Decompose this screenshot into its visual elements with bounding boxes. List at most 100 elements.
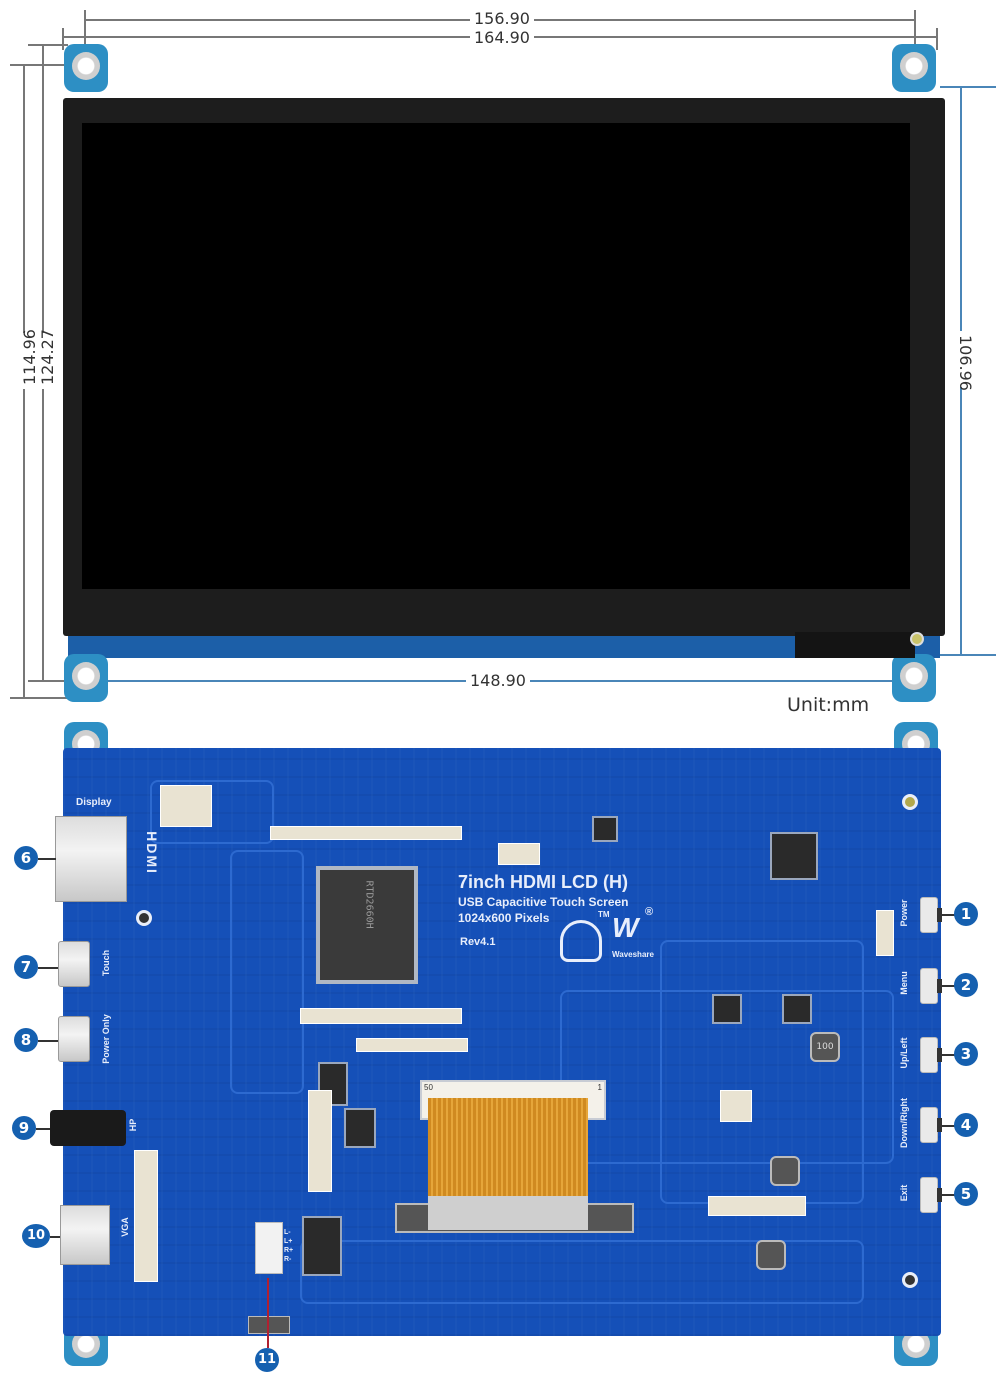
callout-11: 11 [255, 1348, 279, 1372]
dim-bottom: 148.90 [466, 672, 530, 690]
smd-array [720, 1090, 752, 1122]
callout-2: 2 [954, 973, 978, 997]
pcb-trace [150, 780, 274, 844]
speaker-pin-r-minus: R- [284, 1256, 292, 1263]
callout-1: 1 [954, 902, 978, 926]
smd-array [876, 910, 894, 956]
label-power-only: Power Only [101, 1014, 111, 1064]
callout-leader [941, 985, 955, 987]
label-down-right: Down/Right [899, 1098, 909, 1148]
smd-array [300, 1008, 462, 1024]
board-title: 7inch HDMI LCD (H) [458, 872, 628, 892]
via-marker [902, 1272, 918, 1288]
callout-leader [38, 967, 58, 969]
board-revision: Rev4.1 [460, 936, 496, 948]
lcd-screen [82, 123, 910, 589]
label-exit: Exit [899, 1184, 909, 1202]
callout-leader [941, 1194, 955, 1196]
label-up-left: Up/Left [899, 1037, 909, 1069]
label-hp: HP [128, 1118, 138, 1132]
trademark: TM [598, 910, 610, 919]
lcd-flex-cable [795, 632, 915, 658]
mount-hole-top-left [64, 44, 108, 92]
callout-leader [941, 914, 955, 916]
smd-array [160, 785, 212, 827]
label-display: Display [76, 797, 112, 808]
audio-jack [50, 1110, 126, 1146]
smd-array [708, 1196, 806, 1216]
ffc-pin-50: 50 [424, 1083, 433, 1092]
callout-3: 3 [954, 1042, 978, 1066]
button-up-left[interactable] [920, 1037, 942, 1073]
callout-leader [38, 858, 56, 860]
inductor: 100 [810, 1032, 840, 1062]
dim-left-inner: 114.96 [20, 329, 39, 389]
gear-logo-icon [560, 920, 602, 962]
smd-array [356, 1038, 468, 1052]
label-menu: Menu [899, 971, 909, 995]
mount-hole-bottom-left [64, 654, 108, 702]
hdmi-connector [55, 816, 127, 902]
speaker-pin-l-plus: L+ [284, 1238, 293, 1245]
ic-chip [712, 994, 742, 1024]
button-exit[interactable] [920, 1177, 942, 1213]
chip-marking: RTD2660H [363, 880, 375, 929]
label-power: Power [899, 899, 909, 927]
ic-chip [302, 1216, 342, 1276]
ffc-tape [428, 1196, 588, 1230]
brand-name: Waveshare [612, 950, 654, 959]
hdmi-logo: HDMI [143, 831, 160, 875]
speaker-pads [248, 1316, 290, 1334]
unit-label: Unit:mm [783, 696, 874, 715]
callout-leader [267, 1278, 269, 1348]
micro-usb-power [58, 1016, 90, 1062]
inductor [756, 1240, 786, 1270]
led-indicator [910, 632, 924, 646]
callout-6: 6 [14, 846, 38, 870]
callout-leader [36, 1128, 50, 1130]
ffc-cable [428, 1098, 588, 1198]
button-menu[interactable] [920, 968, 942, 1004]
callout-leader [50, 1236, 60, 1238]
ic-chip [592, 816, 618, 842]
dim-top-outer: 164.90 [470, 29, 534, 47]
main-controller-chip: RTD2660H [316, 866, 418, 984]
inductor [770, 1156, 800, 1186]
dim-top-inner: 156.90 [470, 10, 534, 28]
button-power[interactable] [920, 897, 942, 933]
board-subtitle: USB Capacitive Touch Screen [458, 895, 629, 909]
callout-10: 10 [22, 1224, 50, 1248]
via-marker [136, 910, 152, 926]
ffc-pin-1: 1 [597, 1083, 602, 1092]
micro-usb-touch [58, 941, 90, 987]
pcb-trace [660, 940, 864, 1204]
ic-chip [782, 994, 812, 1024]
label-vga: VGA [120, 1217, 130, 1237]
pcb-trace [300, 1240, 864, 1304]
smd-array [498, 843, 540, 865]
callout-leader [941, 1125, 955, 1127]
dim-right: 106.96 [956, 331, 975, 391]
mount-hole-bottom-right [892, 654, 936, 702]
callout-5: 5 [954, 1182, 978, 1206]
speaker-pin-r-plus: R+ [284, 1247, 294, 1254]
callout-9: 9 [12, 1116, 36, 1140]
board-resolution: 1024x600 Pixels [458, 911, 550, 925]
registered-mark: ® [645, 906, 654, 918]
button-down-right[interactable] [920, 1107, 942, 1143]
callout-leader [38, 1040, 58, 1042]
callout-7: 7 [14, 955, 38, 979]
ic-chip [344, 1108, 376, 1148]
waveshare-logo-icon: W [612, 912, 638, 943]
callout-4: 4 [954, 1113, 978, 1137]
pcb-trace [230, 850, 304, 1094]
callout-leader [941, 1054, 955, 1056]
via-marker [902, 794, 918, 810]
label-touch: Touch [101, 949, 111, 977]
pcb-trace [560, 990, 894, 1164]
dim-left-outer: 124.27 [38, 329, 57, 389]
pcb-edge-front [68, 636, 940, 658]
smd-array [308, 1090, 332, 1192]
speaker-connector [255, 1222, 283, 1274]
smd-array [270, 826, 462, 840]
